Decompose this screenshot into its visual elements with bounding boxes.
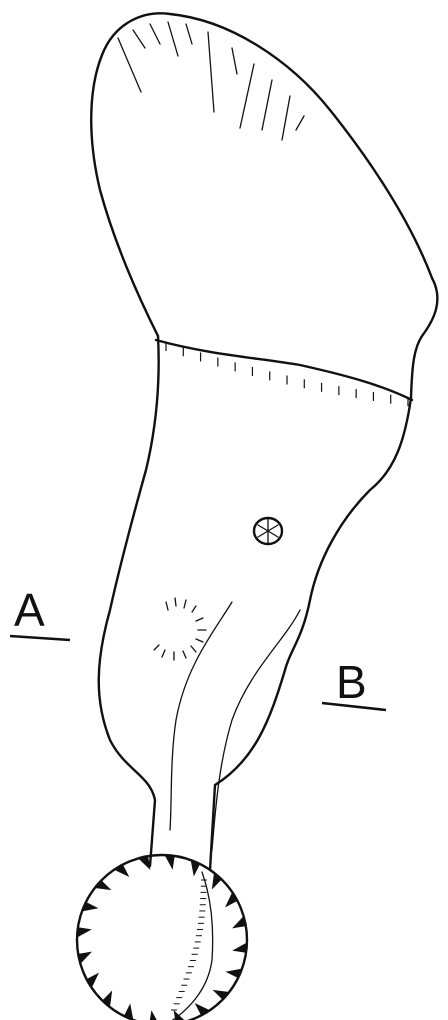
inner-line-right xyxy=(212,610,300,850)
label-a: A xyxy=(14,584,45,636)
disc-tooth xyxy=(165,855,175,870)
disc-tooth xyxy=(212,873,222,890)
inner-line-left xyxy=(170,602,232,830)
disc-tooth xyxy=(232,943,247,953)
disc-tooth xyxy=(195,1003,210,1015)
pore-marking xyxy=(254,518,282,544)
disc-tooth xyxy=(213,990,230,1000)
disc-tooth xyxy=(102,991,112,1008)
disc-tooth xyxy=(232,916,246,928)
disc-tooth xyxy=(77,927,92,937)
disc-tooth xyxy=(114,865,129,877)
disc-tooth xyxy=(149,1010,159,1020)
disc-tooth xyxy=(138,856,150,870)
left-stalk-outline xyxy=(99,336,159,866)
disc-tooth xyxy=(78,952,92,964)
cap-grooves xyxy=(118,22,304,140)
disc-tooth xyxy=(225,892,237,907)
label-a-underline xyxy=(10,636,70,640)
disc-tooth xyxy=(87,973,99,988)
radiating-scar xyxy=(154,598,206,660)
disc-tooth xyxy=(95,880,112,890)
body-outline xyxy=(91,13,437,870)
label-b: B xyxy=(336,656,367,708)
upper-boundary-line xyxy=(156,340,412,400)
